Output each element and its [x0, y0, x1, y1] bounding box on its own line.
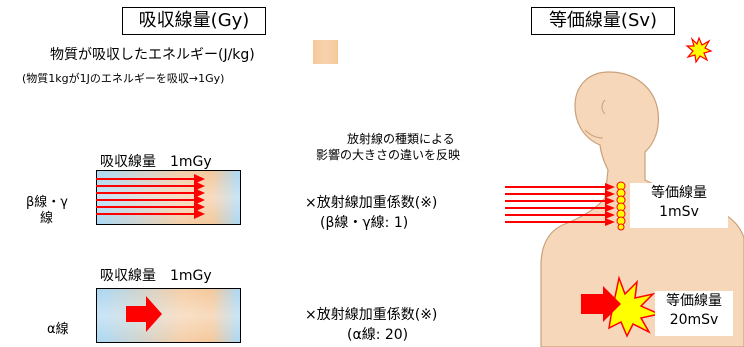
radiation-burst-icon-small	[685, 36, 713, 64]
alpha-equivalent-dose: 等価線量 20mSv	[655, 291, 733, 336]
beta-gamma-equivalent-label: 等価線量	[651, 185, 707, 201]
alpha-row-label: α線	[47, 322, 69, 337]
weighting-intro-line2: 影響の大きさの違いを反映	[316, 148, 461, 162]
alpha-slab-label: 吸収線量 1mGy	[100, 268, 212, 284]
alpha-weighting-factor: ×放射線加重係数(※)	[305, 307, 438, 323]
absorbed-dose-note: (物質1kgが1Jのエネルギーを吸収→1Gy)	[22, 72, 225, 85]
alpha-body-arrow-and-burst	[581, 275, 662, 338]
alpha-absorber-slab	[96, 288, 241, 343]
equivalent-dose-title: 等価線量(Sv)	[531, 7, 675, 35]
beta-gamma-row-label-1: β線・γ	[26, 195, 68, 210]
alpha-equivalent-label: 等価線量	[666, 293, 722, 309]
beta-gamma-equivalent-dose: 等価線量 1mSv	[630, 183, 728, 228]
beta-gamma-body-arrows	[505, 183, 615, 226]
alpha-weighting-value: (α線: 20)	[347, 327, 409, 343]
beta-gamma-impact-bursts	[616, 181, 626, 231]
absorbed-dose-title: 吸収線量(Gy)	[122, 7, 266, 35]
alpha-equivalent-value: 20mSv	[669, 312, 719, 328]
beta-gamma-weighting-value: (β線・γ線: 1)	[320, 215, 409, 231]
weighting-intro-line1: 放射線の種類による	[347, 132, 455, 146]
energy-swatch	[313, 40, 338, 64]
absorbed-dose-definition: 物質が吸収したエネルギー(J/kg)	[50, 47, 255, 63]
beta-gamma-equivalent-value: 1mSv	[659, 204, 699, 220]
alpha-ray-arrow	[126, 296, 162, 332]
beta-gamma-slab-label: 吸収線量 1mGy	[100, 154, 212, 170]
beta-gamma-row-label-2: 線	[40, 211, 54, 226]
beta-gamma-weighting-factor: ×放射線加重係数(※)	[305, 195, 438, 211]
beta-gamma-ray-arrows	[96, 174, 205, 219]
